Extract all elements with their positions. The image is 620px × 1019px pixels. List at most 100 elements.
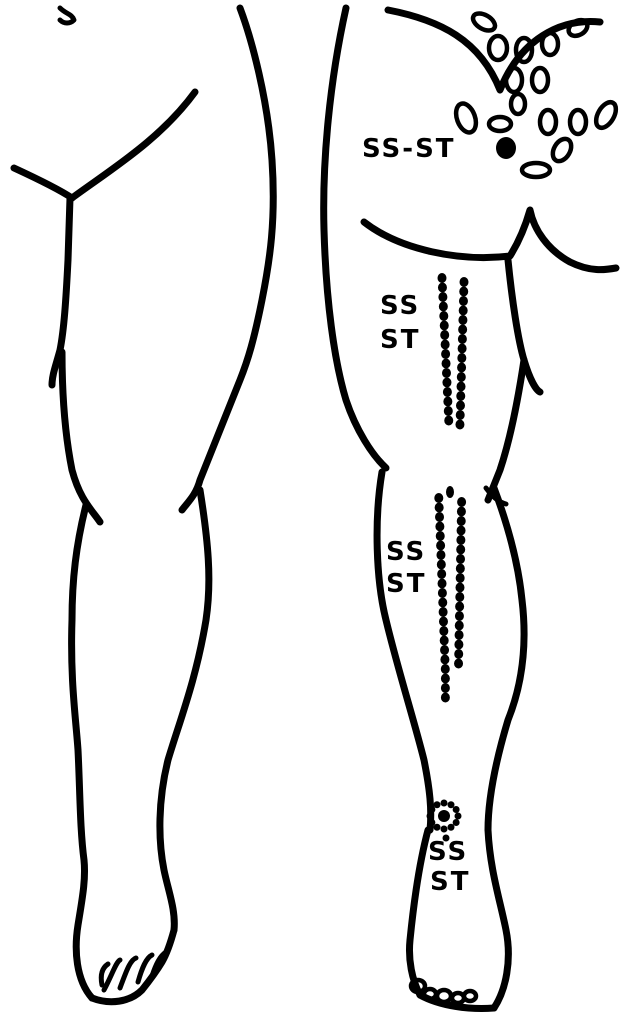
lesion-ring xyxy=(549,136,575,165)
lesion-dot xyxy=(439,617,448,627)
lesion-ring xyxy=(464,991,476,1001)
label-thigh-1: SS xyxy=(380,291,420,321)
lesion-dot xyxy=(456,391,465,401)
lesion-dot xyxy=(440,330,449,340)
lesion-dot xyxy=(434,801,441,808)
lesion-dot xyxy=(441,800,448,807)
lesion-dot xyxy=(456,554,465,564)
lesion-ring xyxy=(437,990,451,1002)
lesion-dot xyxy=(457,353,466,363)
lesion-dot xyxy=(435,522,444,532)
lesion-dot xyxy=(441,826,448,833)
lesion-ring xyxy=(470,10,498,34)
lesion-dot xyxy=(456,410,465,420)
lesion-dot xyxy=(441,683,450,693)
lesion-dot xyxy=(434,493,443,503)
lesion-ring xyxy=(522,163,550,177)
lesion-ring xyxy=(570,110,586,134)
lesion-dot xyxy=(455,813,462,820)
lesion-dot xyxy=(439,607,448,617)
lesion-dot xyxy=(439,302,448,312)
buttock-lesions xyxy=(452,10,620,177)
lesion-dot xyxy=(444,406,453,416)
lesion-dot xyxy=(457,372,466,382)
lesion-dot xyxy=(428,819,435,826)
lesion-ring xyxy=(489,36,507,60)
toe-lesions xyxy=(411,980,476,1003)
lesion-dot xyxy=(438,283,447,293)
label-thigh-2: ST xyxy=(380,325,420,355)
lesion-dot xyxy=(455,611,464,621)
lesion-dot xyxy=(459,287,468,297)
label-calf-1: SS xyxy=(386,537,426,567)
lesion-dot xyxy=(437,569,446,579)
lesion-ring xyxy=(424,989,436,999)
lesion-dot xyxy=(438,810,450,822)
lesion-dot xyxy=(457,507,466,517)
lesion-dot xyxy=(435,503,444,513)
label-heel-2: ST xyxy=(430,867,470,897)
lesion-dot xyxy=(440,655,449,665)
lesion-dot xyxy=(442,378,451,388)
lesion-dot xyxy=(440,645,449,655)
lesion-dot xyxy=(456,545,465,555)
lesion-dot xyxy=(436,550,445,560)
lesion-dot xyxy=(457,526,466,536)
lesion-dot xyxy=(438,598,447,608)
lesion-dot xyxy=(457,382,466,392)
lesion-dot xyxy=(441,664,450,674)
label-buttock: SS-ST xyxy=(362,134,456,164)
lesion-dot xyxy=(455,592,464,602)
lesion-dot xyxy=(439,626,448,636)
lesion-dot xyxy=(448,824,455,831)
lesion-dot xyxy=(454,659,463,669)
thigh-lesions xyxy=(438,273,469,430)
lesion-dot xyxy=(460,277,469,287)
lesion-dot xyxy=(437,560,446,570)
lesion-dot xyxy=(458,315,467,325)
lesion-dot xyxy=(455,420,464,430)
lesion-dot xyxy=(443,387,452,397)
lesion-dot xyxy=(441,674,450,684)
lesion-dot xyxy=(434,824,441,831)
lesion-dot xyxy=(454,640,463,650)
lesion-dot xyxy=(456,564,465,574)
lesion-dot xyxy=(428,806,435,813)
lesion-dot xyxy=(456,535,465,545)
lesion-ring xyxy=(511,94,525,114)
lesion-dot xyxy=(456,401,465,411)
lesion-dot xyxy=(438,579,447,589)
lesion-dot xyxy=(436,531,445,541)
lesion-dot xyxy=(457,516,466,526)
lesion-dot xyxy=(453,806,460,813)
lesion-dot xyxy=(441,349,450,359)
lesion-dot xyxy=(440,636,449,646)
lesion-dot xyxy=(438,588,447,598)
lesion-dot xyxy=(455,630,464,640)
lesion-ring xyxy=(540,110,556,134)
lesion-ring xyxy=(506,68,522,92)
corner-mark xyxy=(60,8,74,23)
lesion-dot xyxy=(441,340,450,350)
lesion-ring xyxy=(542,33,558,55)
lesion-dot xyxy=(457,363,466,373)
lesion-dot xyxy=(441,693,450,703)
lesion-dot xyxy=(436,541,445,551)
lesion-dot xyxy=(443,397,452,407)
lesion-dot xyxy=(458,325,467,335)
lesion-ring xyxy=(592,99,620,131)
lesion-dot xyxy=(448,801,455,808)
lesion-dot xyxy=(438,292,447,302)
lesion-dot xyxy=(442,368,451,378)
lesion-dot xyxy=(458,334,467,344)
lesion-ring xyxy=(532,68,548,92)
left-leg-outline xyxy=(14,8,273,1002)
label-calf-2: ST xyxy=(386,569,426,599)
lesion-dot xyxy=(444,416,453,426)
lesion-dot xyxy=(454,649,463,659)
lesion-ring xyxy=(566,17,590,39)
calf-lesions xyxy=(434,486,466,703)
lesion-dot xyxy=(446,486,454,498)
lesion-dot xyxy=(442,359,451,369)
